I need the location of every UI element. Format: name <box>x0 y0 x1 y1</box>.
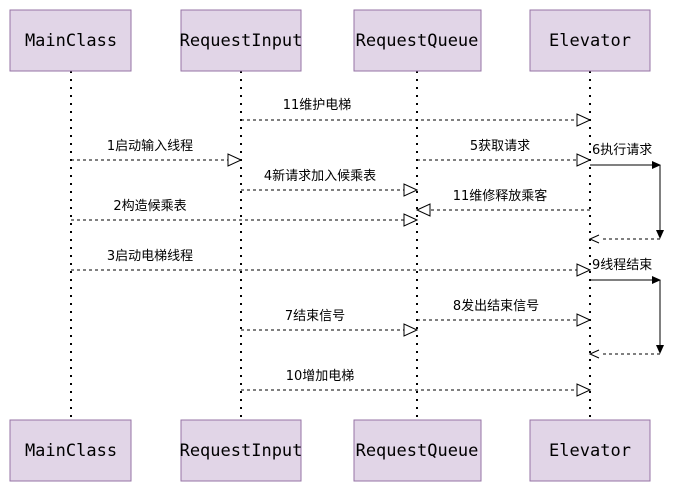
message-label: 2构造候乘表 <box>113 199 186 214</box>
participant-requestqueue-label: RequestQueue <box>356 31 479 51</box>
participant-requestqueue-top[interactable]: RequestQueue <box>353 9 482 72</box>
message-6-execute-request: 6执行请求 <box>588 143 664 244</box>
message-7-end-signal: 7结束信号 <box>241 309 419 337</box>
participant-mainclass-label: MainClass <box>25 441 117 461</box>
message-label: 4新请求加入候乘表 <box>264 168 376 184</box>
message-label: 1启动输入线程 <box>107 138 193 154</box>
message-10-add-elevator: 10增加电梯 <box>241 369 592 397</box>
message-2-build-waiting-table: 2构造候乘表 <box>71 199 419 227</box>
participant-requestinput-label: RequestInput <box>180 441 303 461</box>
participant-requestinput-bottom[interactable]: RequestInput <box>180 419 303 482</box>
message-label: 6执行请求 <box>592 143 652 158</box>
message-label: 10增加电梯 <box>286 369 355 384</box>
message-label: 3启动电梯线程 <box>107 249 193 264</box>
message-label: 11维修释放乘客 <box>453 188 548 204</box>
participant-requestqueue-label: RequestQueue <box>356 441 479 461</box>
message-label: 11维护电梯 <box>283 98 352 113</box>
participant-elevator-label: Elevator <box>549 31 631 51</box>
message-8-emit-end-signal: 8发出结束信号 <box>417 298 592 327</box>
message-label: 5获取请求 <box>470 139 530 154</box>
participant-requestqueue-bottom[interactable]: RequestQueue <box>353 419 482 482</box>
message-11-release-passengers: 11维修释放乘客 <box>415 188 590 217</box>
participant-mainclass-bottom[interactable]: MainClass <box>9 419 132 482</box>
message-1-start-input-thread: 1启动输入线程 <box>71 138 243 167</box>
participant-elevator-label: Elevator <box>549 441 631 461</box>
participant-requestinput-label: RequestInput <box>180 31 303 51</box>
message-5-fetch-request: 5获取请求 <box>417 139 592 167</box>
message-11-maintain-elevator: 11维护电梯 <box>241 98 592 127</box>
participant-requestinput-top[interactable]: RequestInput <box>180 9 303 72</box>
message-label: 7结束信号 <box>285 309 345 324</box>
message-9-thread-end: 9线程结束 <box>588 258 664 359</box>
participant-elevator-bottom[interactable]: Elevator <box>529 419 651 482</box>
participant-mainclass-label: MainClass <box>25 31 117 51</box>
participant-elevator-top[interactable]: Elevator <box>529 9 651 72</box>
message-4-add-new-request: 4新请求加入候乘表 <box>241 168 419 197</box>
message-3-start-elevator-thread: 3启动电梯线程 <box>71 249 592 277</box>
message-label: 9线程结束 <box>592 258 652 273</box>
participant-mainclass-top[interactable]: MainClass <box>9 9 132 72</box>
message-label: 8发出结束信号 <box>453 298 539 314</box>
